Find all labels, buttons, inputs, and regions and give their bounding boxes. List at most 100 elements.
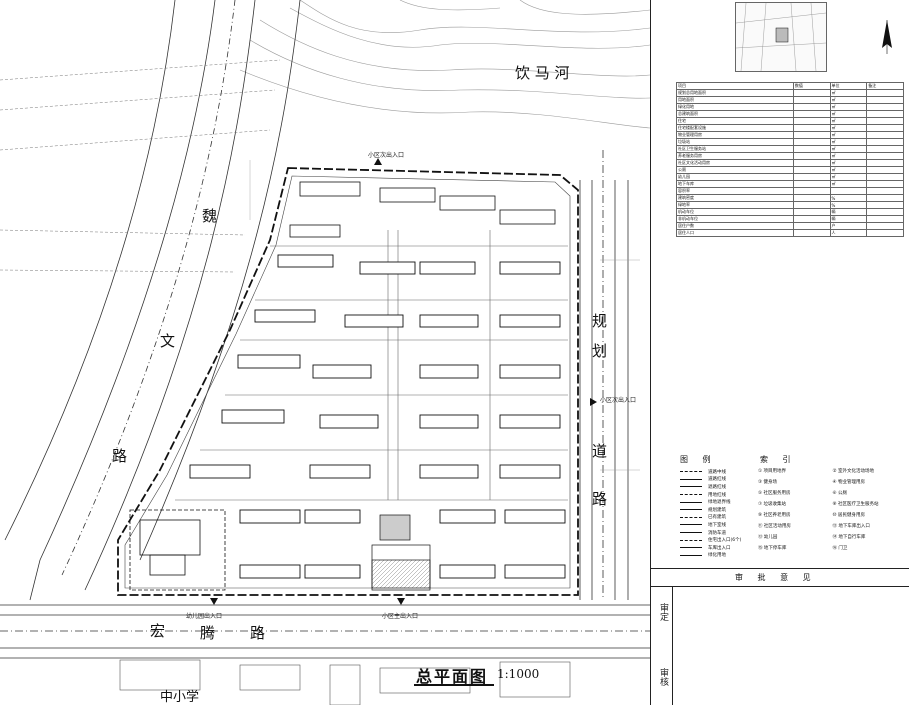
table-cell: ㎡	[829, 110, 868, 118]
table-cell	[866, 138, 904, 146]
legend-label: 绿地退界线	[708, 500, 731, 506]
approval-divider-2	[650, 586, 909, 587]
index-item: ③ 健身场	[758, 480, 777, 485]
table-cell	[866, 215, 904, 223]
table-cell: ㎡	[829, 131, 868, 139]
school-buildings	[119, 659, 571, 705]
table-cell: 容积率	[676, 187, 794, 195]
legend-swatch-icon	[680, 494, 702, 496]
table-cell: %	[829, 194, 868, 202]
legend-swatch-icon	[680, 509, 702, 511]
east-road-char-4: 路	[592, 490, 608, 508]
table-cell	[866, 187, 904, 195]
south-road-char-2: 腾	[200, 624, 216, 642]
table-cell: 户	[829, 222, 868, 230]
table-cell: 住宅	[676, 117, 794, 125]
check-label: 审核	[658, 668, 668, 686]
legend-swatch-icon	[680, 471, 702, 473]
table-cell	[866, 201, 904, 209]
east-road-char-2: 划	[592, 342, 608, 360]
table-cell: 建筑密度	[676, 194, 794, 202]
legend-label: 地下室线	[708, 522, 726, 528]
north-arrow-icon	[876, 18, 898, 60]
approval-vertical-rule	[672, 586, 673, 705]
table-cell	[792, 215, 831, 223]
dimension-ticks	[249, 160, 640, 471]
legend-swatch-icon	[680, 486, 702, 488]
west-road-lines	[4, 0, 301, 601]
central-plaza	[371, 514, 431, 591]
table-cell	[792, 166, 831, 174]
legend-item: 绿地退界线	[680, 498, 810, 506]
table-row: 居住人口人	[676, 229, 904, 237]
table-cell: ㎡	[829, 152, 868, 160]
table-header: 项目	[676, 82, 794, 90]
school-label: 中小学	[160, 690, 200, 705]
table-cell: ㎡	[829, 96, 868, 104]
kindergarten-entrance-label: 幼儿园出入口	[186, 613, 223, 620]
legend-label: 退路红线	[708, 484, 726, 490]
west-road-char-1: 魏	[202, 207, 218, 225]
approval-divider	[650, 568, 909, 569]
index-item: ⑤ 社区服务用房	[758, 491, 791, 496]
table-cell	[792, 131, 831, 139]
table-cell: 人	[829, 229, 868, 237]
south-road-lines	[0, 604, 650, 659]
table-cell: 非机动车位	[676, 215, 794, 223]
index-item: ⑨ 社区养老用房	[758, 513, 791, 518]
table-cell	[866, 166, 904, 174]
table-cell	[792, 110, 831, 118]
legend-item: 地下室线	[680, 521, 810, 529]
table-row: 绿地率%	[676, 201, 904, 209]
table-cell: 绿地率	[676, 201, 794, 209]
table-row: 建筑密度%	[676, 194, 904, 202]
review-label: 审定	[658, 603, 668, 621]
table-cell: ㎡	[829, 124, 868, 132]
river-label: 饮 马 河	[515, 64, 570, 82]
table-cell	[866, 117, 904, 125]
index-item: ⑮ 地下停车库	[758, 546, 787, 551]
drawing-scale: 1:1000	[497, 667, 540, 681]
table-cell	[792, 96, 831, 104]
legend-swatch-icon	[680, 554, 702, 556]
table-cell	[792, 208, 831, 216]
table-cell: 总建筑面积	[676, 110, 794, 118]
table-header: 单位	[829, 82, 868, 90]
table-cell	[866, 110, 904, 118]
index-item: ⑯ 门卫	[832, 546, 848, 551]
index-item: ⑪ 社区活动用房	[758, 524, 791, 529]
table-row: 容积率	[676, 187, 904, 195]
table-cell	[792, 201, 831, 209]
table-cell: 机动车位	[676, 208, 794, 216]
index-item: ⑫ 地下车库出入口	[832, 524, 870, 529]
table-cell	[792, 124, 831, 132]
table-cell	[792, 173, 831, 181]
table-cell	[866, 103, 904, 111]
index-item: ② 室外文化活动场地	[832, 469, 874, 474]
index-item: ⑩ 居民健身用房	[832, 513, 865, 518]
table-cell: ㎡	[829, 173, 868, 181]
legend-item: 用地红线	[680, 491, 810, 499]
table-cell	[792, 117, 831, 125]
table-cell: 规划总用地面积	[676, 89, 794, 97]
east-road-char-3: 道	[592, 442, 608, 460]
table-row: 非机动车位辆	[676, 215, 904, 223]
table-cell	[792, 159, 831, 167]
legend-item: 道路中线	[680, 468, 810, 476]
table-cell	[866, 124, 904, 132]
table-cell: 用地面积	[676, 96, 794, 104]
title-underline	[414, 684, 494, 686]
north-buildings	[289, 181, 556, 238]
table-cell	[866, 208, 904, 216]
legend-label: 规划建筑	[708, 507, 726, 513]
legend-label: 住宅出入口(6个)	[708, 538, 742, 544]
table-cell	[792, 187, 831, 195]
